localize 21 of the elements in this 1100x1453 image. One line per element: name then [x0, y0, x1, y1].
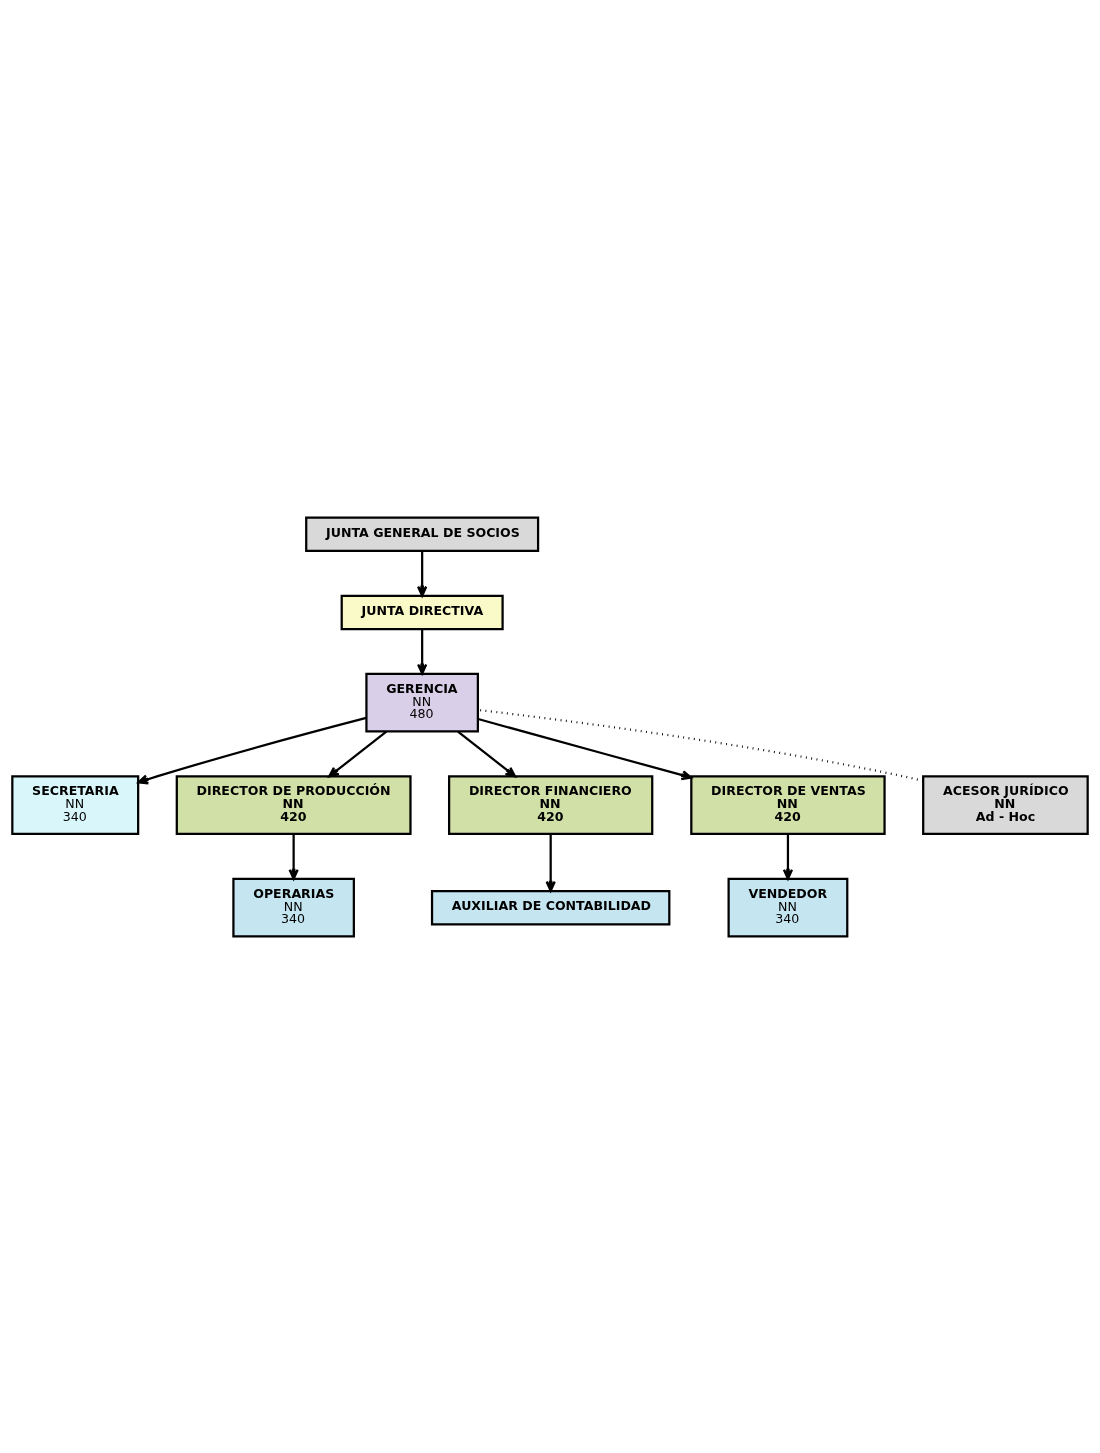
node-box: AUXILIAR DE CONTABILIDAD [430, 889, 671, 925]
node-box: JUNTA GENERAL DE SOCIOS [305, 515, 540, 552]
arrow [417, 550, 428, 597]
arrow [782, 833, 794, 880]
node-box: DIRECTOR DE PRODUCCIÓN NN 420 [175, 774, 412, 835]
node-box: ACESOR JURÍDICO NN Ad - Hoc [922, 774, 1089, 835]
arrow [137, 716, 367, 785]
node-box: DIRECTOR DE VENTAS NN 420 [690, 774, 886, 835]
arrow [328, 730, 388, 778]
arrow [417, 628, 428, 675]
arrow [477, 717, 693, 780]
node-box: OPERARIAS NN 340 [232, 877, 355, 938]
arrow [288, 833, 299, 880]
arrow [545, 833, 556, 892]
connector [478, 708, 924, 782]
arrow [457, 730, 517, 778]
node-box: SECRETARIA NN 340 [11, 774, 140, 835]
node-box: VENDEDOR NN 340 [727, 877, 849, 938]
node-box: DIRECTOR FINANCIERO NN 420 [448, 774, 654, 835]
node-box: JUNTA DIRECTIVA [340, 594, 504, 630]
node-box: GERENCIA NN 480 [365, 672, 479, 733]
